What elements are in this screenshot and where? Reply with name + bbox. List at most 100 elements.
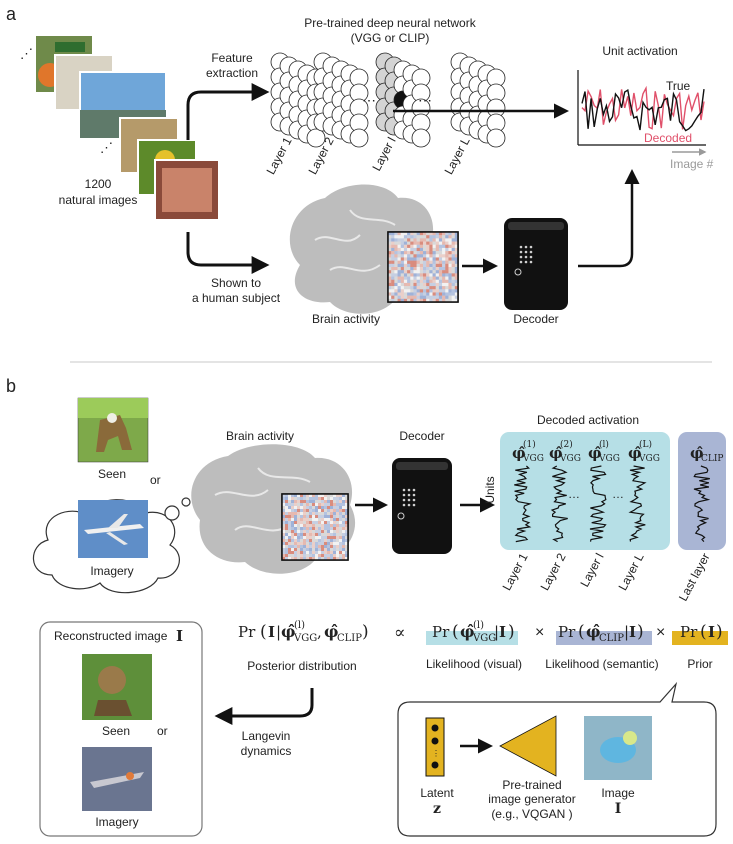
heatmap-cell: [394, 260, 398, 265]
heatmap-cell: [336, 530, 340, 534]
heatmap-cell: [312, 557, 316, 561]
heatmap-cell: [391, 276, 395, 280]
network-unit: [486, 128, 506, 148]
svg-text:I: I: [629, 623, 636, 641]
heatmap-cell: [451, 286, 456, 290]
heatmap-cell: [413, 260, 417, 265]
heatmap-cell: [318, 500, 322, 504]
heatmap-cell: [397, 273, 401, 277]
heatmap-cell: [416, 251, 421, 255]
heatmap-cell: [451, 267, 456, 271]
heatmap-cell: [339, 554, 343, 558]
heatmap-cell: [294, 506, 298, 510]
heatmap-cell: [294, 542, 298, 546]
heatmap-cell: [294, 521, 298, 525]
heatmap-cell: [388, 254, 392, 258]
heatmap-cell: [321, 539, 325, 543]
heatmap-cell: [315, 551, 319, 555]
heatmap-cell: [309, 515, 313, 519]
heatmap-cell: [306, 512, 310, 516]
likelihood-visual-label: Likelihood (visual): [426, 657, 522, 671]
heatmap-cell: [300, 551, 304, 555]
heatmap-cell: [312, 542, 316, 546]
unit-activation-plot: [577, 70, 706, 146]
svg-text:(l): (l): [473, 620, 484, 631]
svg-text:VGG: VGG: [598, 454, 620, 464]
heatmap-cell: [451, 238, 456, 242]
heatmap-cell: [400, 232, 405, 236]
heatmap-cell: [426, 232, 430, 236]
heatmap-cell: [454, 273, 459, 277]
heatmap-cell: [435, 279, 440, 284]
heatmap-cell: [306, 500, 310, 504]
heatmap-cell: [327, 497, 331, 501]
heatmap-cell: [291, 542, 295, 546]
heatmap-cell: [416, 282, 421, 287]
heatmap-cell: [288, 515, 292, 519]
svg-text:φ̂: φ̂: [460, 622, 474, 641]
svg-text:(2): (2): [560, 439, 573, 450]
heatmap-cell: [333, 494, 337, 498]
heatmap-cell: [333, 503, 337, 507]
heatmap-cell: [410, 279, 414, 284]
heatmap-cell: [297, 554, 301, 558]
latent-vector-icon: ⋮: [425, 717, 445, 777]
heatmap-cell: [391, 282, 395, 287]
heatmap-cell: [426, 241, 430, 245]
heatmap-cell: [342, 521, 346, 525]
shown-to-label-2: a human subject: [192, 291, 281, 305]
heatmap-cell: [309, 524, 313, 528]
heatmap-cell: [435, 260, 440, 265]
heatmap-cell: [336, 500, 340, 504]
heatmap-cell: [416, 289, 421, 293]
heatmap-cell: [324, 530, 328, 534]
heatmap-cell: [426, 276, 430, 280]
heatmap-cell: [394, 241, 398, 245]
heatmap-cell: [432, 295, 436, 300]
heatmap-cell: [413, 241, 417, 245]
heatmap-cell: [438, 257, 443, 261]
heatmap-cell: [339, 551, 343, 555]
heatmap-cell: [451, 289, 456, 293]
vgg-feature-symbol: φ̂: [512, 444, 526, 462]
heatmap-cell: [309, 539, 313, 543]
heatmap-cell: [435, 263, 440, 268]
heatmap-cell: [306, 542, 310, 546]
heatmap-cell: [345, 497, 349, 501]
heatmap-cell: [321, 500, 325, 504]
heatmap-cell: [282, 515, 286, 519]
heatmap-cell: [416, 254, 421, 258]
heatmap-cell: [454, 276, 459, 280]
heatmap-cell: [324, 536, 328, 540]
heatmap-cell: [327, 542, 331, 546]
svg-text:φ̂: φ̂: [281, 622, 295, 641]
heatmap-cell: [445, 244, 449, 249]
heatmap-cell: [291, 524, 295, 528]
heatmap-cell: [330, 545, 334, 549]
heatmap-cell: [403, 270, 408, 274]
heatmap-cell: [426, 286, 430, 290]
heatmap-cell: [400, 251, 405, 255]
heatmap-cell: [291, 545, 295, 549]
heatmap-cell: [407, 298, 411, 303]
heatmap-cell: [400, 263, 405, 268]
heatmap-cell: [318, 497, 322, 501]
heatmap-cell: [419, 241, 424, 245]
heatmap-cell: [423, 254, 427, 258]
heatmap-cell: [330, 500, 334, 504]
heatmap-cell: [303, 506, 307, 510]
heatmap-cell: [327, 533, 331, 537]
heatmap-cell: [288, 551, 292, 555]
generator-label-3: (e.g., VQGAN ): [491, 807, 572, 821]
svg-text:): ): [362, 622, 369, 642]
decoder-icon: [504, 218, 568, 310]
heatmap-cell: [391, 260, 395, 265]
heatmap-cell: [419, 247, 424, 252]
heatmap-cell: [413, 289, 417, 293]
heatmap-cell: [282, 533, 286, 537]
heatmap-cell: [285, 536, 289, 540]
heatmap-cell: [426, 257, 430, 261]
heatmap-cell: [318, 512, 322, 516]
heatmap-cell: [403, 279, 408, 284]
heatmap-cell: [403, 276, 408, 280]
